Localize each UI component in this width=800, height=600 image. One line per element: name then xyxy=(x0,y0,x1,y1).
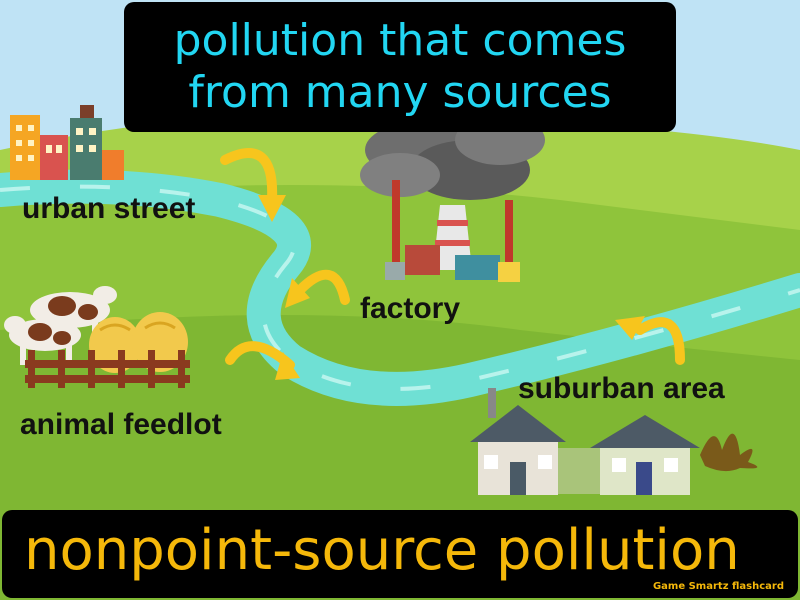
definition-line-1: pollution that comes xyxy=(173,15,627,66)
wooden-fence xyxy=(25,350,190,388)
label-urban-street: urban street xyxy=(22,192,196,225)
hay-bales xyxy=(89,312,188,373)
river-highlight xyxy=(0,184,800,391)
term-title: nonpoint-source pollution xyxy=(24,518,740,583)
cows xyxy=(4,286,117,365)
brand-credit: Game Smartz flashcard xyxy=(652,581,784,592)
curved-arrow-urban xyxy=(220,148,278,205)
runoff-arrows xyxy=(220,148,685,380)
label-suburban-area: suburban area xyxy=(518,372,725,405)
term-box: nonpoint-source pollution Game Smartz fl… xyxy=(2,510,798,598)
definition-box: pollution that comes from many sources xyxy=(124,2,676,132)
urban-buildings xyxy=(10,105,124,180)
curved-arrow-suburban xyxy=(635,317,685,365)
label-factory: factory xyxy=(360,292,461,325)
suburban-houses xyxy=(470,388,700,495)
runoff-splat xyxy=(700,433,758,472)
label-animal-feedlot: animal feedlot xyxy=(20,408,222,441)
definition-line-2: from many sources xyxy=(188,67,612,118)
curved-arrow-factory xyxy=(295,269,350,305)
